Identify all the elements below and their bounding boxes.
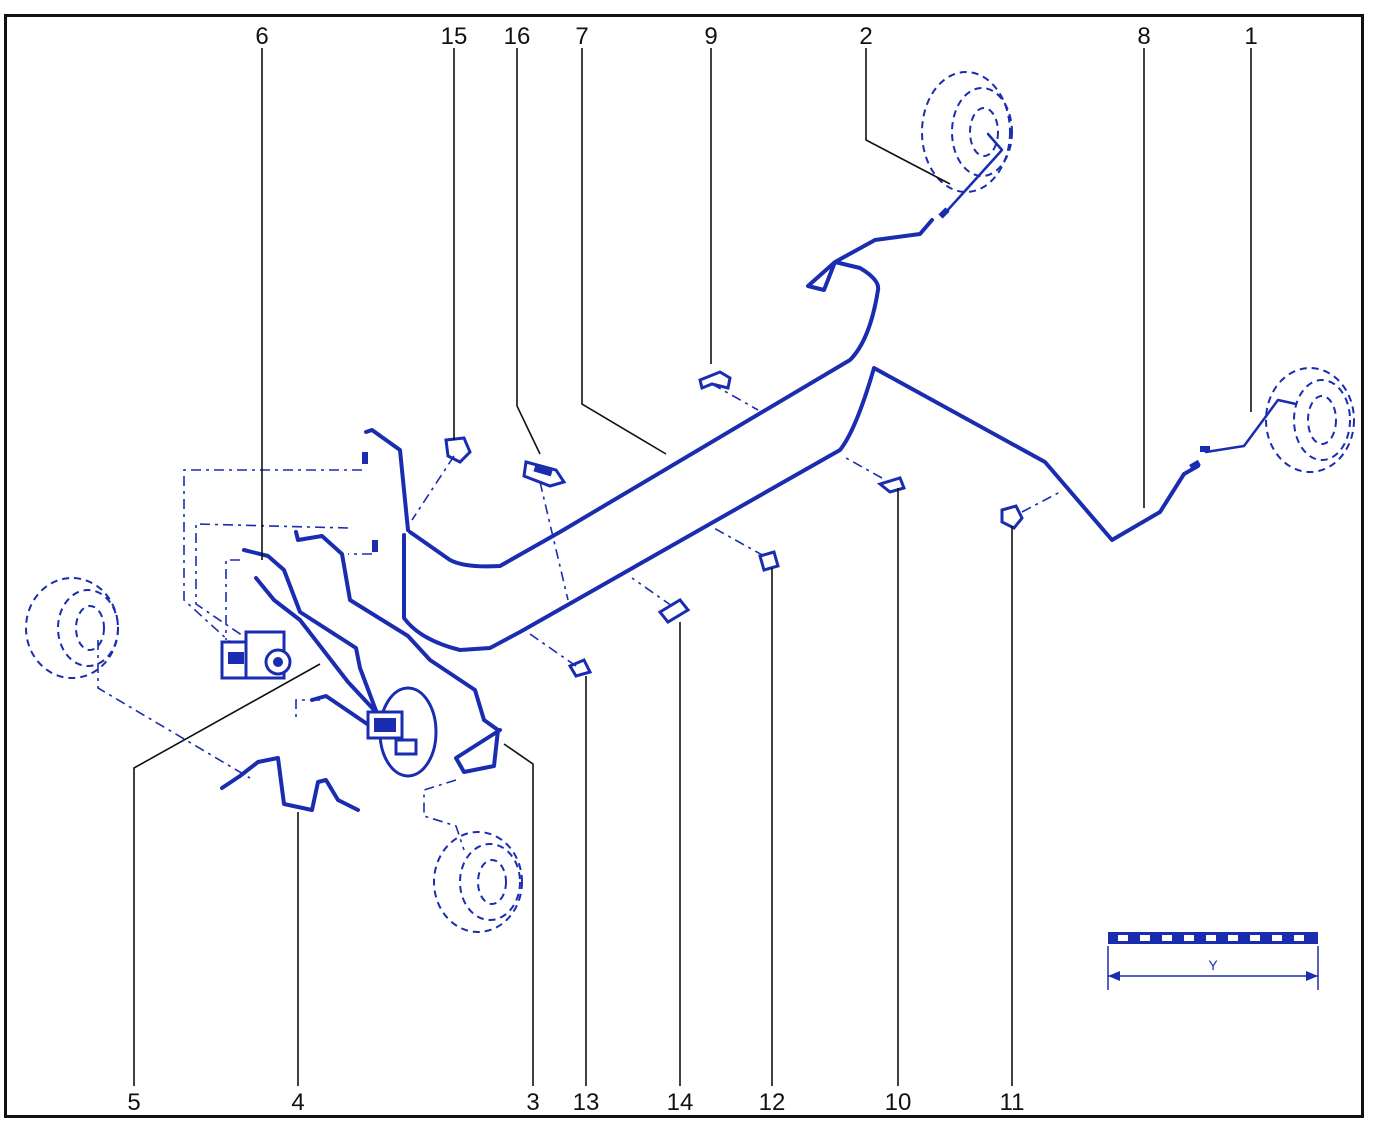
- scale-bar: Y: [1107, 932, 1319, 990]
- wheel-rear-right: [921, 71, 1013, 193]
- clip-15: [444, 436, 472, 464]
- scale-square: [1250, 935, 1260, 941]
- clip-13: [567, 658, 593, 678]
- callout-4: 4: [291, 1089, 304, 1116]
- wheel-rear-left: [1265, 367, 1355, 473]
- wheel-front-left: [25, 577, 119, 679]
- scale-square: [1206, 935, 1216, 941]
- scale-label: Y: [1208, 957, 1218, 973]
- clip-11: [1000, 504, 1024, 530]
- abs-hydraulic-unit: [220, 630, 292, 680]
- pipe-1: [1204, 398, 1298, 454]
- assembly-lines: [97, 383, 1061, 851]
- callout-5: 5: [127, 1089, 140, 1116]
- callout-3: 3: [526, 1089, 539, 1116]
- pipe-6: [242, 548, 380, 718]
- clip-9: [698, 370, 732, 391]
- callout-14: 14: [667, 1089, 694, 1116]
- scale-square: [1184, 935, 1194, 941]
- clip-16: [522, 460, 567, 488]
- callout-11: 11: [1000, 1089, 1025, 1116]
- pipe-7: [408, 218, 934, 569]
- callout-6: 6: [255, 23, 268, 50]
- scale-square: [1228, 935, 1238, 941]
- scale-arrow-left: [1108, 971, 1120, 981]
- scale-arrow-right: [1306, 971, 1318, 981]
- callout-9: 9: [704, 23, 717, 50]
- callouts-bottom: 5 4 3 13 14 12 10 11: [127, 1089, 1024, 1116]
- callout-13: 13: [573, 1089, 600, 1116]
- pipe-8: [402, 366, 1200, 652]
- scale-square: [1162, 935, 1172, 941]
- callout-8: 8: [1137, 23, 1150, 50]
- wheel-front-right: [433, 831, 523, 933]
- scale-square: [1272, 935, 1282, 941]
- pipe-5: [254, 576, 378, 714]
- clip-10: [876, 476, 907, 494]
- master-cylinder-servo: [366, 686, 438, 778]
- scale-square: [1118, 935, 1128, 941]
- pipe-unions: [362, 207, 1210, 552]
- sleeve-14: [657, 598, 691, 624]
- callout-16: 16: [504, 23, 531, 50]
- callouts-top: 6 15 16 7 9 2 8 1: [255, 23, 1257, 50]
- pipe-4: [220, 694, 378, 812]
- scale-bar-squares: [1118, 935, 1304, 941]
- callout-1: 1: [1244, 23, 1257, 50]
- callout-2: 2: [859, 23, 872, 50]
- scale-square: [1294, 935, 1304, 941]
- pipe-2: [944, 132, 1004, 214]
- callout-7: 7: [575, 23, 588, 50]
- leader-lines: [133, 48, 1252, 1086]
- callout-10: 10: [885, 1089, 912, 1116]
- callout-12: 12: [759, 1089, 786, 1116]
- pipe-3: [294, 428, 502, 774]
- scale-square: [1140, 935, 1150, 941]
- callout-15: 15: [441, 23, 468, 50]
- clip-12: [758, 550, 780, 572]
